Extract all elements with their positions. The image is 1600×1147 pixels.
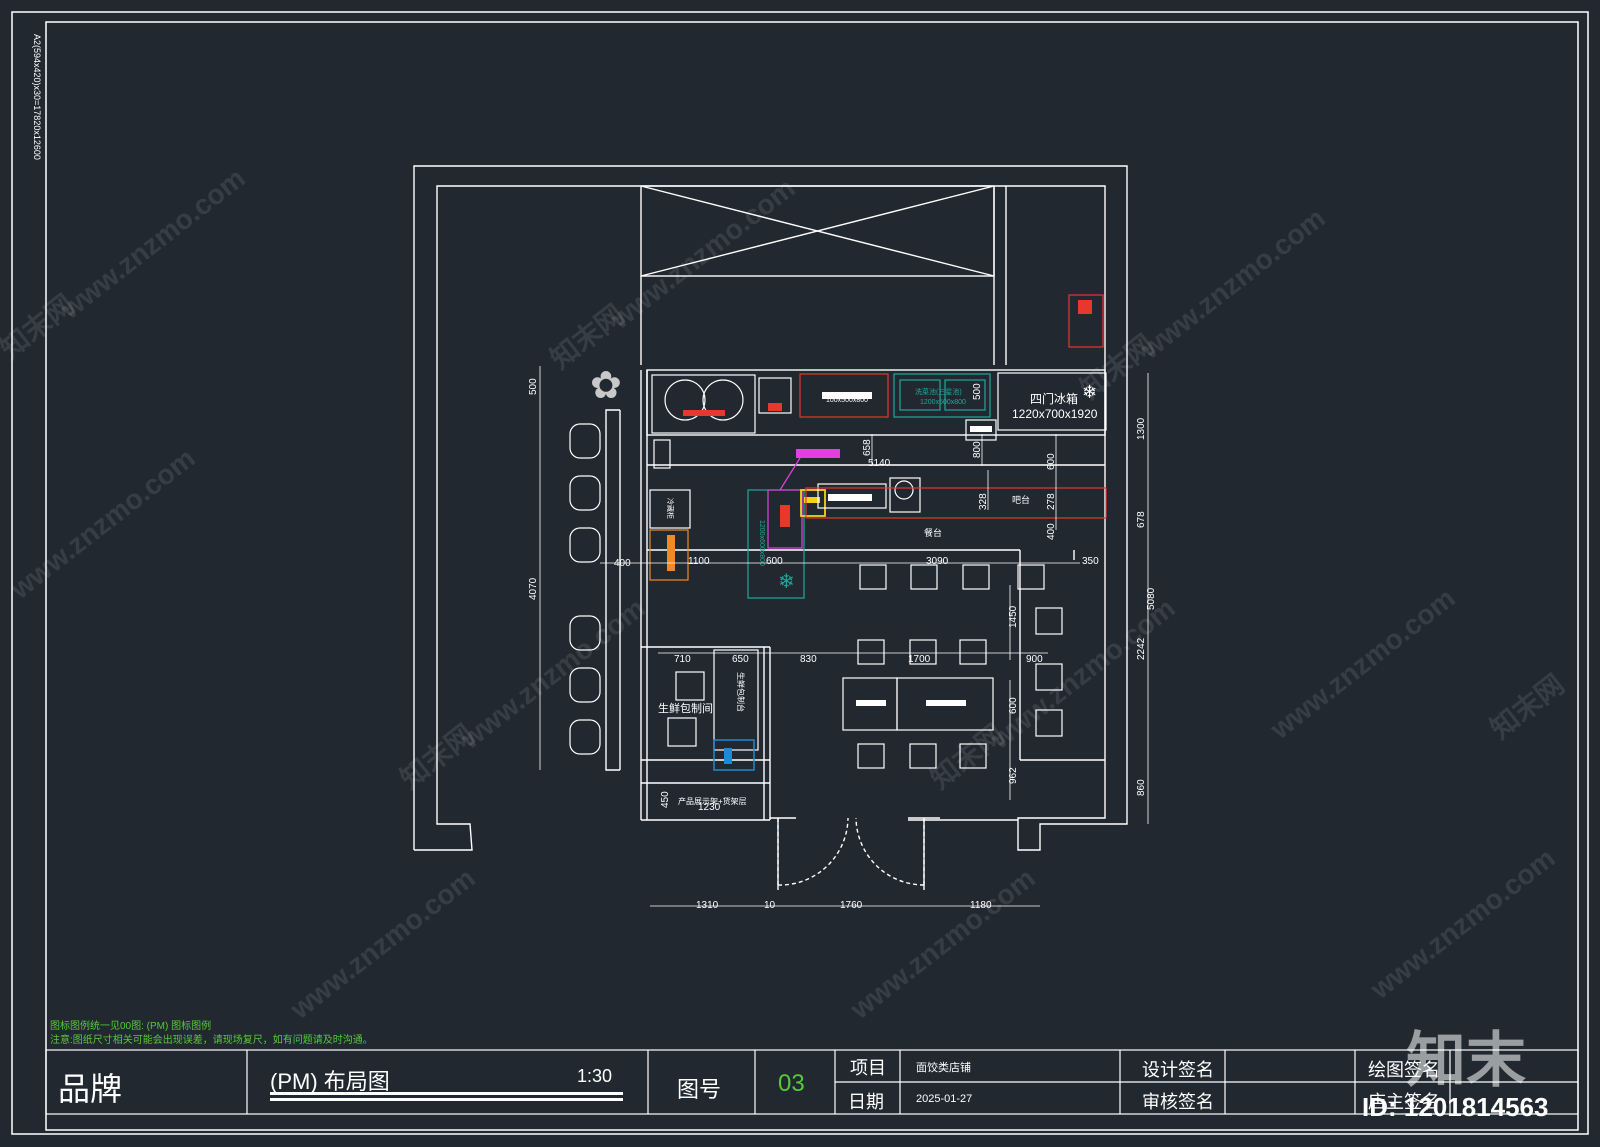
scale-text: 1:30 [577,1066,613,1086]
watermark-text: www.znzmo.com [54,162,251,325]
project-value: 面饺类店铺 [916,1062,971,1074]
svg-text:450: 450 [660,791,671,808]
watermark-text: www.znzmo.com [1364,842,1561,1005]
svg-text:710: 710 [674,654,691,665]
seating [569,423,1063,769]
blue-equipment [713,739,755,771]
plant-icon: ✿ [590,365,622,407]
watermark-text: www.znzmo.com [4,442,201,605]
watermark-logo: 知末 [1406,1027,1526,1094]
svg-text:10: 10 [764,900,776,911]
svg-text:3090: 3090 [926,556,949,567]
svg-text:400: 400 [614,558,631,569]
watermark-text: www.znzmo.com [1264,582,1461,745]
table-fill [926,700,966,706]
watermark-text: 知末网 [924,718,1010,795]
svg-text:860: 860 [1136,779,1147,796]
svg-text:962: 962 [1008,767,1019,784]
svg-text:658: 658 [862,439,873,456]
dim-label: 100x500x800 [826,397,868,404]
blue-equipment-fill [724,748,732,764]
dimension-texts: 500 4070 400 1100 600 3090 350 658 5140 … [528,378,1157,911]
svg-text:350: 350 [1082,556,1099,567]
sink-spec: 1200x500x800 [920,399,966,406]
dimension-lines [539,366,1149,907]
svg-text:1180: 1180 [970,900,992,911]
svg-text:400: 400 [1046,523,1057,540]
watermark-layer: www.znzmo.com 知末网 www.znzmo.com 知末网 www.… [0,162,1570,1025]
title-underline [270,1092,623,1095]
watermark-text: www.znzmo.com [284,862,481,1025]
legend-note: 图标图例统一见00图: (PM) 图标图例 [50,1019,211,1032]
dining-counter-label: 餐台 [924,527,942,538]
sheet-inner-frame [45,21,1579,1131]
svg-text:278: 278 [1046,493,1057,510]
svg-text:600: 600 [766,556,783,567]
review-sign-label: 审核签名 [1142,1092,1214,1112]
fresh-room-label: 生鲜包制间 [658,701,713,715]
svg-text:328: 328 [978,493,989,510]
svg-text:2242: 2242 [1136,637,1147,660]
building-walls [413,165,1128,890]
svg-text:650: 650 [732,654,749,665]
sheet-no-label: 图号 [677,1077,722,1102]
owner-sign-label: 店主签名 [1368,1092,1440,1112]
date-value: 2025-01-27 [916,1093,973,1105]
date-label: 日期 [848,1092,884,1112]
svg-text:1100: 1100 [688,556,710,567]
paper-spec-text: A2(594x420)x30=17820x12600 [32,34,42,160]
svg-text:1700: 1700 [908,654,931,665]
svg-text:800: 800 [972,441,983,458]
sink-label: 洗菜池(三星池) [915,387,962,396]
prep-label: 冷藏柜 [666,498,675,519]
svg-text:900: 900 [1026,654,1043,665]
drawing-title: (PM) 布局图 [270,1069,390,1094]
svg-text:600: 600 [1046,453,1057,470]
title-underline [270,1098,623,1101]
svg-text:1760: 1760 [840,900,863,911]
svg-text:5080: 5080 [1146,587,1157,610]
svg-text:500: 500 [528,378,539,395]
svg-text:1450: 1450 [1008,605,1019,628]
snowflake-icon: ❄ [778,571,795,593]
brand-label: 品牌 [58,1071,123,1107]
fridge-name: 四门冰箱 [1030,391,1078,406]
svg-text:1310: 1310 [696,900,719,911]
snowflake-icon: ❄ [1082,382,1097,402]
display-label: 产品展示架+货架层 [678,796,747,806]
svg-text:830: 830 [800,654,817,665]
four-door-fridge: 四门冰箱 1220x700x1920 ❄ [997,372,1107,431]
fridge-size: 1220x700x1920 [1012,407,1098,421]
svg-text:1300: 1300 [1136,417,1147,440]
watermark-text: www.znzmo.com [454,592,651,755]
svg-text:5140: 5140 [868,458,891,469]
watermark-text: www.znzmo.com [844,862,1041,1025]
sheet-outer-frame [11,11,1589,1135]
draw-sign-label: 绘图签名 [1368,1060,1440,1080]
site-note: 注意:图纸尺寸相关可能会出现误差，请现场复尺，如有问题请及时沟通。 [50,1033,373,1046]
design-sign-label: 设计签名 [1142,1060,1214,1080]
project-label: 项目 [850,1058,886,1078]
svg-text:1230: 1230 [698,802,721,813]
watermark-text: 知末网 [1484,668,1570,745]
watermark-id: ID: 1201814563 [1362,1092,1549,1122]
watermark-text: 知末网 [544,298,630,375]
svg-text:4070: 4070 [528,577,539,600]
kitchen-equipment: 100x500x800 洗菜池(三星池) 1200x500x800 冷藏柜 12… [649,294,1107,599]
tower-label: 1200x600x800 [758,520,765,566]
svg-text:600: 600 [1008,697,1019,714]
bar-label: 吧台 [1012,494,1030,505]
title-block-grid [45,1049,1579,1115]
table-fill [856,700,886,706]
svg-text:678: 678 [1136,511,1147,528]
watermark-text: www.znzmo.com [1134,202,1331,365]
sheet-no: 03 [778,1070,805,1097]
svg-text:500: 500 [972,383,983,400]
fresh-table-label: 生鲜包制台 [736,672,746,712]
watermark-text: www.znzmo.com [604,172,801,335]
